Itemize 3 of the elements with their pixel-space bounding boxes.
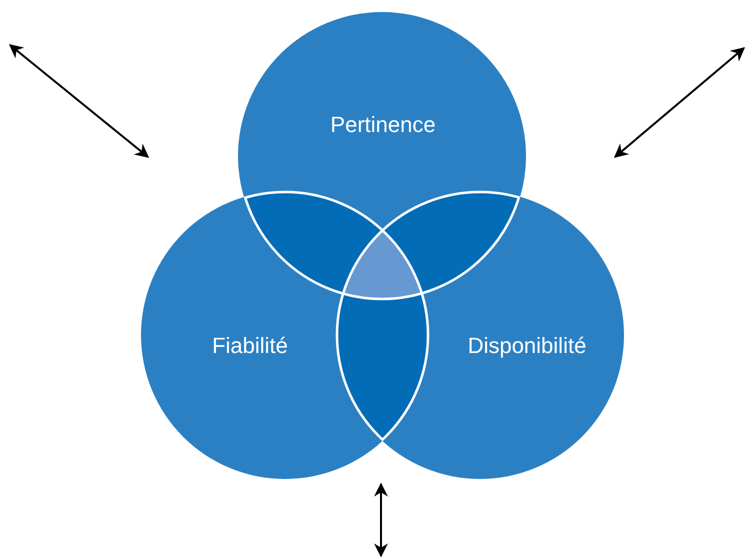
circle-label: Disponibilité — [468, 335, 586, 357]
circle-label: Pertinence — [330, 114, 436, 136]
circle-label: Fiabilité — [212, 335, 288, 357]
